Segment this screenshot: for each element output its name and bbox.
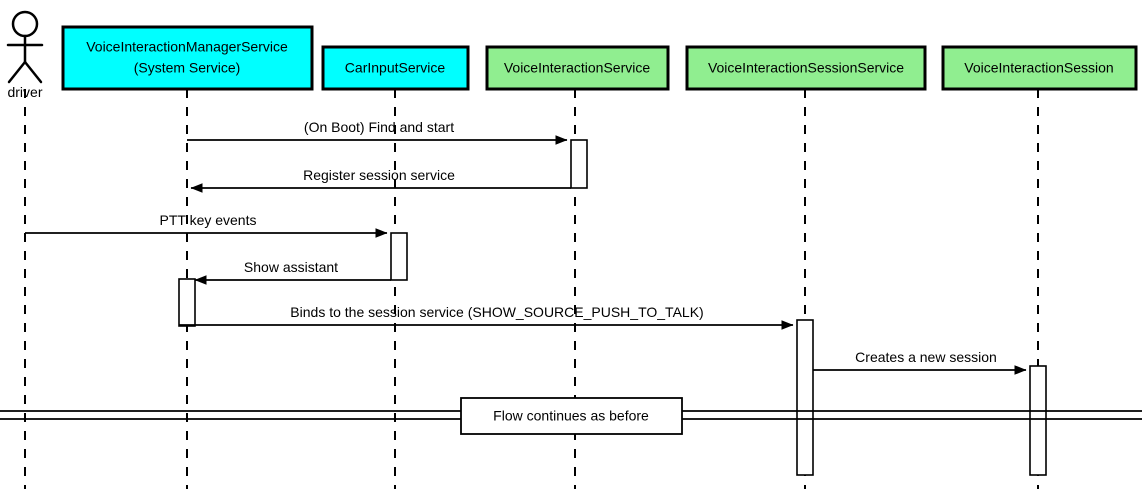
participant-label-vis: VoiceInteractionService: [504, 60, 651, 76]
divider-note-label: Flow continues as before: [493, 408, 649, 424]
participant-voiceinteractionmanagerservice[interactable]: VoiceInteractionManagerService (System S…: [61, 25, 314, 91]
message-register-session-service[interactable]: Register session service: [190, 167, 571, 193]
message-label-m4: Show assistant: [244, 259, 338, 275]
activation-bar-voiceinteractionservice: [570, 139, 588, 189]
message-label-m5: Binds to the session service (SHOW_SOURC…: [290, 304, 703, 320]
participants-group: VoiceInteractionManagerService (System S…: [61, 25, 1138, 91]
actor-driver[interactable]: driver: [6, 10, 44, 100]
message-binds-to-session-service[interactable]: Binds to the session service (SHOW_SOURC…: [179, 304, 794, 330]
participant-box-vims[interactable]: [61, 25, 314, 91]
message-on-boot-find-and-start[interactable]: (On Boot) Find and start: [187, 119, 568, 145]
participant-voiceinteractionsessionservice[interactable]: VoiceInteractionSessionService: [685, 45, 927, 91]
participant-box-vis[interactable]: [485, 45, 670, 91]
actor-right-leg-icon: [23, 60, 43, 84]
participant-carinputservice[interactable]: CarInputService: [321, 45, 470, 91]
participant-voiceinteractionsession[interactable]: VoiceInteractionSession: [941, 45, 1138, 91]
participant-label-cis: CarInputService: [345, 60, 446, 76]
message-label-m6: Creates a new session: [855, 349, 997, 365]
participant-label-vsession: VoiceInteractionSession: [964, 60, 1113, 76]
message-creates-a-new-session[interactable]: Creates a new session: [813, 349, 1027, 375]
actor-left-leg-icon: [7, 60, 27, 84]
divider-note-box: [460, 397, 683, 435]
actor-label-driver: driver: [7, 84, 42, 100]
activation-bar-voiceinteractionmanagerservice: [178, 278, 196, 327]
activation-bar-voiceinteractionsession: [1029, 365, 1047, 476]
participant-box-viss[interactable]: [685, 45, 927, 91]
message-label-m1: (On Boot) Find and start: [304, 119, 454, 135]
participant-label-viss: VoiceInteractionSessionService: [708, 60, 904, 76]
participant-label-vims-line2: (System Service): [134, 60, 241, 76]
message-label-m3: PTT key events: [159, 212, 256, 228]
activation-bar-voiceinteractionsessionservice: [796, 319, 814, 476]
participant-label-vims-line1: VoiceInteractionManagerService: [86, 39, 288, 55]
activation-bar-carinputservice: [390, 232, 408, 281]
participant-voiceinteractionservice[interactable]: VoiceInteractionService: [485, 45, 670, 91]
actor-head-icon: [11, 10, 39, 38]
message-label-m2: Register session service: [303, 167, 455, 183]
message-ptt-key-events[interactable]: PTT key events: [25, 212, 388, 238]
participant-box-cis[interactable]: [321, 45, 470, 91]
participant-box-vsession[interactable]: [941, 45, 1138, 91]
flow-divider: Flow continues as before: [0, 397, 1142, 435]
message-show-assistant[interactable]: Show assistant: [194, 259, 391, 285]
